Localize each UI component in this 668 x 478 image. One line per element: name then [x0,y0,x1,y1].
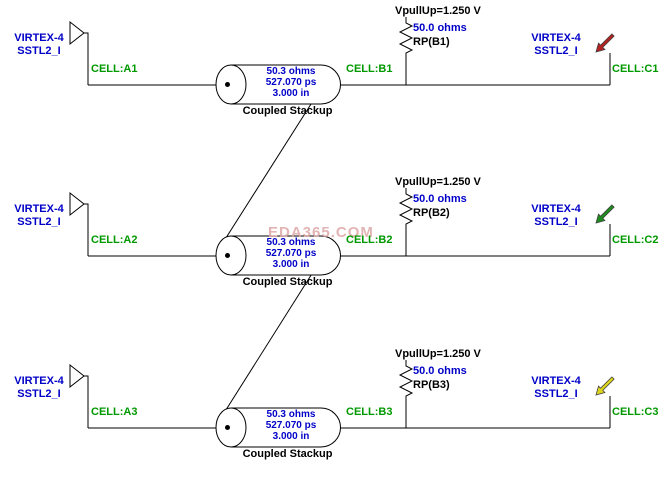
probe-arrow-icon[interactable] [595,33,615,53]
tline-delay-label: 527.070 ps [265,77,317,88]
receiver-part-label: VIRTEX-4 [531,32,581,44]
tline-impedance-label: 50.3 ohms [266,409,316,420]
tline-length-label: 3.000 in [272,431,310,442]
pullup-resistance-label: 50.0 ohms [413,22,467,34]
pullup-voltage-label: VpullUp=1.250 V [395,176,481,188]
receiver-part-label: VIRTEX-4 [531,203,581,215]
cell-c-label: CELL:C2 [612,234,659,246]
driver-buffer-icon[interactable] [69,20,89,85]
tline-stackup-label: Coupled Stackup [242,105,333,117]
cell-a-label: CELL:A1 [91,63,138,75]
tline-delay-label: 527.070 ps [265,248,317,259]
tline-symbol[interactable] [215,64,341,105]
driver-part-label: VIRTEX-4 [14,375,64,387]
pullup-resistor-symbol[interactable] [398,188,414,256]
cell-c-label: CELL:C3 [612,406,659,418]
tline-symbol[interactable] [215,235,341,276]
probe-arrow-icon[interactable] [595,204,615,224]
receiver-part-label: VIRTEX-4 [531,375,581,387]
tline-stackup-label: Coupled Stackup [242,276,333,288]
driver-buffer-icon[interactable] [69,191,89,256]
pullup-resistance-label: 50.0 ohms [413,365,467,377]
driver-buffer-icon[interactable] [69,363,89,428]
cell-b-label: CELL:B1 [346,63,393,75]
pullup-name-label: RP(B3) [413,379,450,391]
driver-part-label: VIRTEX-4 [14,32,64,44]
tline-impedance-label: 50.3 ohms [266,237,316,248]
pullup-voltage-label: VpullUp=1.250 V [395,348,481,360]
tline-impedance-label: 50.3 ohms [266,66,316,77]
schematic-row [69,17,615,105]
tline-stackup-label: Coupled Stackup [242,448,333,460]
pullup-voltage-label: VpullUp=1.250 V [395,5,481,17]
cell-a-label: CELL:A2 [91,234,138,246]
tline-length-label: 3.000 in [272,259,310,270]
probe-arrow-icon[interactable] [595,376,615,396]
receiver-model-label: SSTL2_I [534,216,578,228]
tline-delay-label: 527.070 ps [265,420,317,431]
cell-b-label: CELL:B3 [346,406,393,418]
watermark: EDA365.COM [268,224,374,241]
pullup-resistor-symbol[interactable] [398,360,414,428]
receiver-model-label: SSTL2_I [534,45,578,57]
schematic-row [69,360,615,448]
cell-c-label: CELL:C1 [612,63,659,75]
pullup-name-label: RP(B1) [413,36,450,48]
pullup-resistor-symbol[interactable] [398,17,414,85]
cell-a-label: CELL:A3 [91,406,138,418]
tline-length-label: 3.000 in [272,88,310,99]
pullup-resistance-label: 50.0 ohms [413,193,467,205]
pullup-name-label: RP(B2) [413,207,450,219]
cell-b-label: CELL:B2 [346,234,393,246]
driver-part-label: VIRTEX-4 [14,203,64,215]
receiver-model-label: SSTL2_I [534,388,578,400]
driver-model-label: SSTL2_I [17,388,61,400]
driver-model-label: SSTL2_I [17,45,61,57]
schematic-row [69,188,615,276]
tline-symbol[interactable] [215,407,341,448]
driver-model-label: SSTL2_I [17,216,61,228]
